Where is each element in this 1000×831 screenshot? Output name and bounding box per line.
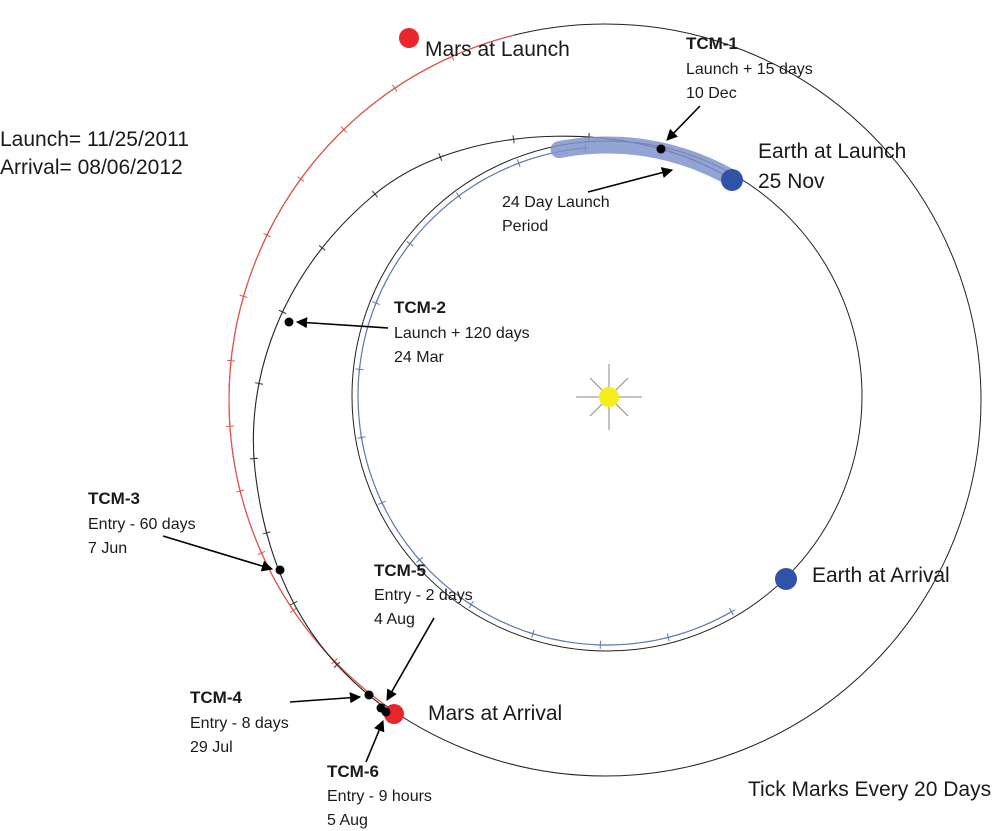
tick-mark [241,292,246,301]
tick-mark [360,433,363,442]
mars-orbit-ticks [225,52,456,665]
launch-period-label-line1: 24 Day Launch [502,194,610,211]
tick-mark [664,635,673,639]
tcm4-line1: Entry - 8 days [190,715,289,732]
tick-mark [259,549,264,557]
tick-mark [436,155,445,159]
tcm1-line1: Launch + 15 days [686,61,813,78]
tick-mark [528,632,537,636]
tcm6-pointer [365,719,385,763]
tick-mark [290,606,296,614]
earth-orbit-transit-arc [357,147,732,646]
tick-mark [448,54,456,59]
tcm1-line2: 10 Dec [686,85,737,102]
tcm2-pointer [295,317,389,329]
tcm3-line1: Entry - 60 days [88,516,196,533]
tcm2-title: TCM-2 [394,298,446,317]
tick-mark [509,138,518,141]
sun-icon [576,364,642,430]
launch-period-band [550,136,741,188]
tcm1-point [656,144,666,154]
tick-mark [253,454,255,463]
tcm2-line1: Launch + 120 days [394,325,530,342]
tick-mark [379,498,385,507]
tcm4-point [364,690,374,700]
tcm3-point [275,565,285,575]
tcm1-title: TCM-1 [686,34,738,53]
tick-mark [514,161,523,166]
earth-at-launch-marker [721,169,743,191]
tcm5-title: TCM-5 [374,561,426,580]
tick-mark [416,556,423,564]
transfer-trajectory [252,135,733,715]
launch-period-pointer [587,167,674,193]
tcm4-title: TCM-4 [190,688,242,707]
tcm3-title: TCM-3 [88,489,140,508]
tick-mark [407,240,413,248]
tick-mark [298,175,304,183]
earth-at-arrival-label: Earth at Arrival [812,564,950,587]
tcm5-pointer [386,617,435,701]
launch-date-label: Launch= 11/25/2011 [0,128,189,151]
tick-marks-note: Tick Marks Every 20 Days [748,778,991,801]
arrival-date-label: Arrival= 08/06/2012 [0,156,183,179]
mars-at-arrival-label: Mars at Arrival [428,702,562,725]
tcm6-line2: 5 Aug [327,812,368,829]
earth-at-launch-date: 25 Nov [758,170,825,193]
tick-mark [280,308,285,316]
tcm6-title: TCM-6 [327,762,379,781]
tick-mark [391,85,399,91]
tick-mark [319,244,326,252]
tick-mark [265,528,269,537]
tick-mark [340,126,348,133]
tcm2-point [284,317,294,327]
tick-mark [230,356,232,365]
tcm3-pointer [162,535,274,572]
tick-mark [374,299,378,307]
tick-mark [238,486,242,495]
tcm2-line2: 24 Mar [394,349,444,366]
tick-mark [229,422,231,431]
tcm1-pointer [666,105,701,141]
earth-at-arrival-marker [775,568,797,590]
tick-mark [455,193,463,199]
tcm6-line1: Entry - 9 hours [327,788,432,805]
tcm3-line2: 7 Jun [88,540,127,557]
tcm5-line1: Entry - 2 days [374,587,473,604]
tcm5-line2: 4 Aug [374,611,415,628]
launch-period-label-line2: Period [502,218,548,235]
tick-mark [264,231,270,239]
tick-mark [257,379,261,388]
tcm4-line2: 29 Jul [190,739,233,756]
earth-at-launch-label: Earth at Launch [758,140,906,163]
mars-at-launch-marker [399,28,419,48]
tick-mark [467,602,475,608]
tick-mark [371,191,379,198]
tick-mark [358,365,361,374]
tick-mark [291,599,297,607]
tcm4-pointer [289,692,362,704]
tcm6-point [381,707,391,717]
mars-at-launch-label: Mars at Launch [425,38,570,61]
tick-mark [727,609,736,615]
transfer-trajectory-ticks [249,133,668,669]
mars-orbit-transit-arc [228,34,515,705]
tick-mark [333,661,341,669]
